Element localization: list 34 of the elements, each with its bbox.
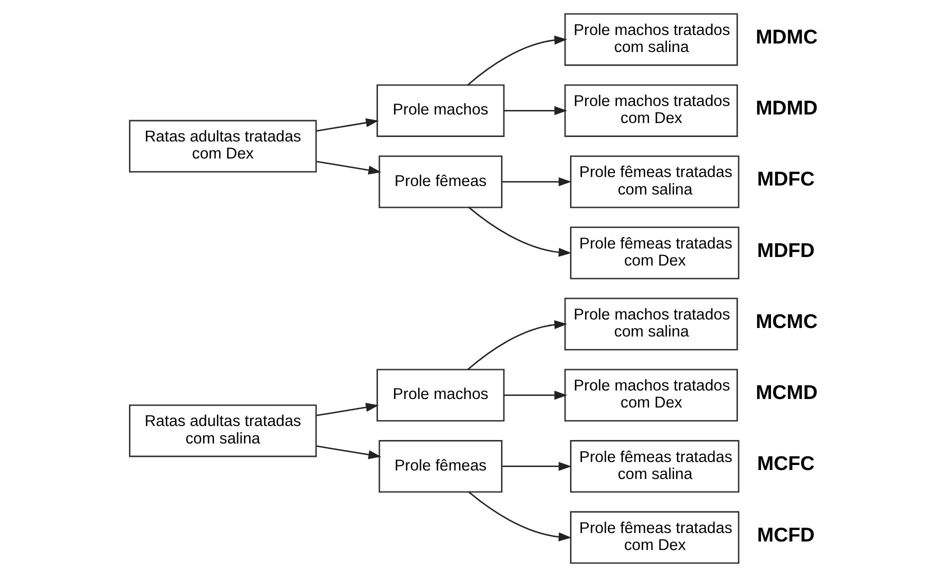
node-label: MCMD <box>755 382 818 404</box>
arrow <box>466 320 567 370</box>
node-label: MCFD <box>756 524 814 546</box>
node-box: Ratas adultas tratadas com salina <box>128 404 316 458</box>
node-box: Prole fêmeas tratadas com salina <box>570 440 739 493</box>
node-box: Prole fêmeas tratadas com Dex <box>570 511 739 564</box>
arrow <box>316 402 378 416</box>
node-box: Prole machos <box>376 368 504 422</box>
node-box: Prole fêmeas <box>378 155 502 208</box>
arrow <box>503 106 567 116</box>
node-box: Prole machos tratados com salina <box>564 13 738 66</box>
arrow <box>502 462 571 471</box>
node-box: Prole machos tratados com Dex <box>564 368 738 422</box>
node-label: MDFC <box>756 168 814 191</box>
arrow <box>468 491 571 542</box>
arrow <box>316 160 381 175</box>
node-label: MCFC <box>756 453 814 476</box>
arrow <box>316 445 381 460</box>
node-box: Prole fêmeas tratadas com Dex <box>570 226 739 280</box>
arrow <box>316 118 378 132</box>
node-box: Prole fêmeas tratadas com salina <box>570 155 739 208</box>
node-box: Prole machos tratados com Dex <box>564 84 738 137</box>
node-label: MDMC <box>755 26 818 48</box>
node-box: Ratas adultas tratadas com Dex <box>128 120 316 173</box>
node-label: MDMD <box>755 97 818 120</box>
node-label: MCMC <box>755 310 818 333</box>
arrow <box>466 36 567 86</box>
node-box: Prole fêmeas <box>378 440 502 493</box>
arrow <box>502 177 571 186</box>
arrow <box>468 206 571 257</box>
node-label: MDFD <box>756 240 814 262</box>
node-box: Prole machos <box>376 84 504 137</box>
node-box: Prole machos tratados com salina <box>564 298 738 350</box>
arrow <box>503 390 567 400</box>
